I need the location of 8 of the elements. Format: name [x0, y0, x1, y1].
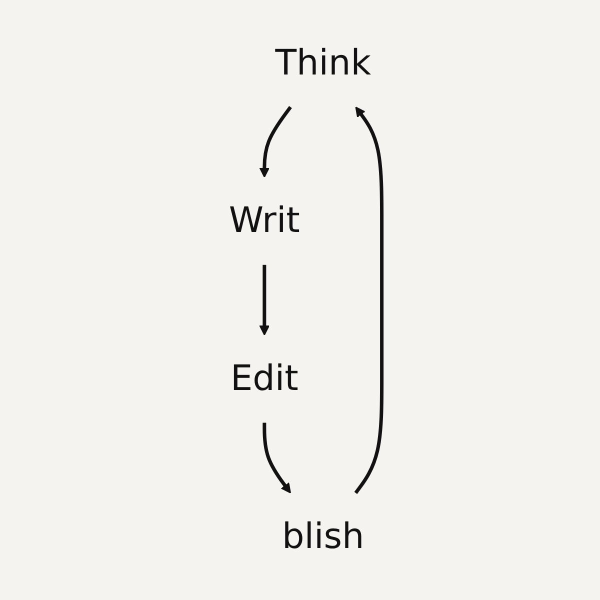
- arrow: [259, 106, 292, 178]
- node-text: Edit: [230, 358, 298, 400]
- arrow: [354, 106, 384, 494]
- node-text: blish: [282, 516, 364, 558]
- arrow: [262, 422, 291, 494]
- node-text: Think: [275, 42, 372, 84]
- node-text: Writ: [228, 200, 300, 242]
- arrow: [259, 264, 270, 336]
